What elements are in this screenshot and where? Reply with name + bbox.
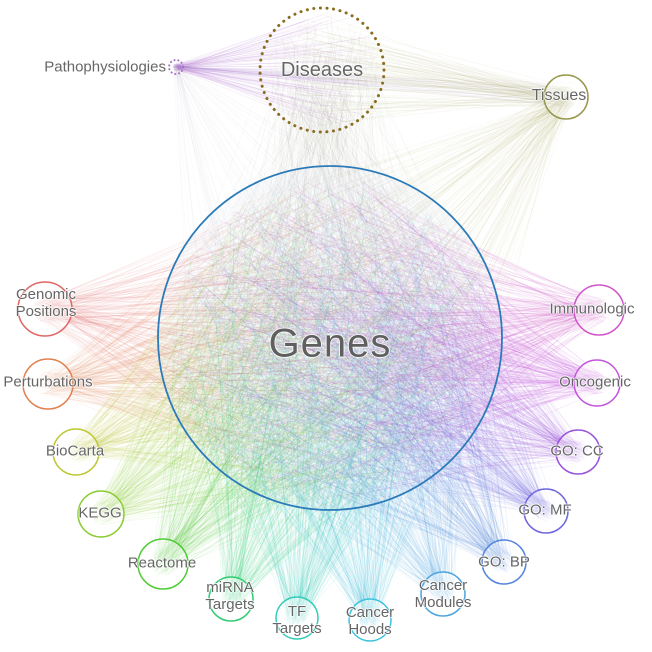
node-circle-reactome[interactable]: [137, 538, 189, 590]
bundle-pathophysiologies-genes: [172, 63, 484, 488]
bundle-diseases-genes: [169, 16, 486, 502]
node-label-tf_targets[interactable]: TF Targets: [272, 603, 322, 637]
node-circle-perturbations[interactable]: [22, 358, 74, 410]
node-label-diseases[interactable]: Diseases: [280, 58, 364, 81]
bundle-oncogenic-genes: [171, 178, 609, 491]
bundle-mirna_targets-genes: [179, 186, 487, 610]
node-circle-cancer_hoods[interactable]: [348, 598, 392, 642]
node-label-kegg[interactable]: KEGG: [78, 504, 122, 522]
node-label-tissues[interactable]: Tissues: [531, 87, 587, 105]
bundle-tissues-genes: [169, 86, 578, 487]
node-label-oncogenic[interactable]: Oncogenic: [559, 373, 631, 391]
bundle-cancer_modules-genes: [173, 176, 492, 605]
bundle-pathophysiologies-tissues: [173, 63, 582, 108]
node-circle-pathophysiologies[interactable]: [168, 59, 184, 75]
node-circle-go_bp[interactable]: [481, 539, 527, 585]
node-circle-kegg[interactable]: [77, 490, 125, 538]
edge-bundles: [31, 12, 611, 630]
node-label-go_bp[interactable]: GO: BP: [478, 553, 530, 571]
node-label-perturbations[interactable]: Perturbations: [3, 373, 93, 391]
node-circle-genes[interactable]: [157, 165, 503, 511]
node-circle-immunologic[interactable]: [573, 284, 625, 336]
node-circle-go_mf[interactable]: [523, 488, 569, 534]
node-circle-mirna_targets[interactable]: [208, 576, 254, 622]
bundle-go_mf-genes: [179, 178, 557, 522]
node-label-go_cc[interactable]: GO: CC: [550, 442, 604, 460]
node-circles: [17, 6, 625, 642]
node-label-cancer_hoods[interactable]: Cancer Hoods: [345, 604, 395, 638]
bundle-tf_targets-genes: [166, 181, 483, 629]
bundle-tissues-diseases: [263, 15, 576, 128]
node-label-mirna_targets[interactable]: miRNA Targets: [205, 579, 255, 613]
bundle-immunologic-genes: [168, 182, 611, 494]
node-circle-oncogenic[interactable]: [573, 359, 621, 407]
node-label-reactome[interactable]: Reactome: [127, 554, 197, 572]
bundle-perturbations-genes: [36, 176, 492, 500]
node-circle-genomic_positions[interactable]: [17, 281, 73, 337]
node-circle-tissues[interactable]: [543, 74, 589, 120]
bundle-kegg-genes: [89, 183, 487, 526]
node-label-pathophysiologies[interactable]: Pathophysiologies: [44, 58, 166, 76]
node-label-genomic_positions[interactable]: Genomic Positions: [15, 286, 77, 320]
node-label-biocarta[interactable]: BioCarta: [45, 442, 105, 460]
node-circle-go_cc[interactable]: [555, 429, 601, 475]
node-label-go_mf[interactable]: GO: MF: [518, 501, 572, 519]
node-circle-cancer_modules[interactable]: [420, 571, 466, 617]
node-circle-tf_targets[interactable]: [275, 596, 319, 640]
node-label-cancer_modules[interactable]: Cancer Modules: [414, 577, 472, 611]
node-label-genes[interactable]: Genes: [268, 321, 392, 366]
node-circle-diseases[interactable]: [258, 6, 386, 134]
bundle-cancer_hoods-genes: [174, 188, 482, 630]
bundle-go_bp-genes: [170, 183, 515, 573]
node-circle-biocarta[interactable]: [52, 428, 100, 476]
bundle-biocarta-genes: [64, 179, 488, 496]
node-label-immunologic[interactable]: Immunologic: [549, 300, 635, 318]
bundle-go_cc-genes: [168, 181, 589, 499]
